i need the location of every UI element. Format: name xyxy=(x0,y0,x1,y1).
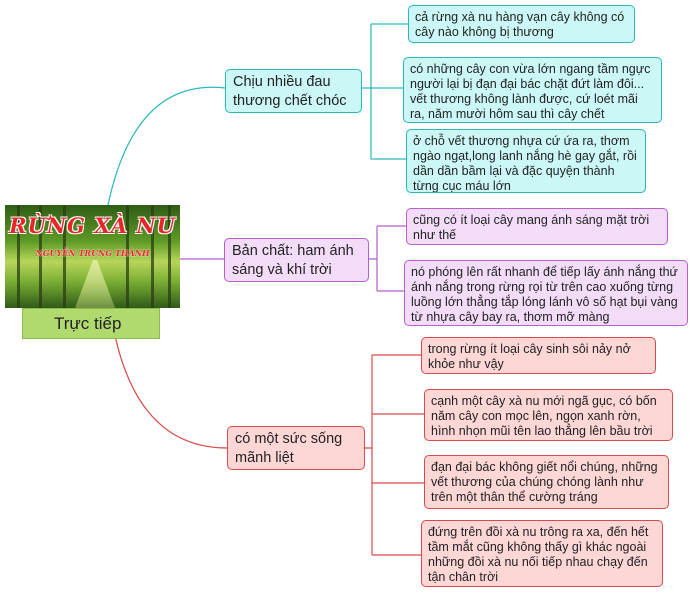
leaf-1-2[interactable]: có những cây con vừa lớn ngang tầm ngực … xyxy=(403,57,662,123)
branch-1[interactable]: Chịu nhiều đau thương chết chóc xyxy=(225,69,362,113)
leaf-1-3[interactable]: ở chỗ vết thương nhựa cứ ứa ra, thơm ngà… xyxy=(406,129,646,193)
connector-branch-1-leaves xyxy=(362,23,408,160)
branch-2[interactable]: Bản chất: ham ánh sáng và khí trời xyxy=(224,238,369,282)
leaf-3-2[interactable]: cạnh một cây xà nu mới ngã gục, có bốn n… xyxy=(424,389,673,441)
connector-central-branch-1 xyxy=(107,86,226,206)
central-topic-image: RỪNG XÀ NU NGUYỄN TRUNG THÀNH xyxy=(5,205,180,308)
connector-central-branch-3 xyxy=(109,307,228,449)
leaf-2-1[interactable]: cũng có ít loại cây mang ánh sáng mặt tr… xyxy=(406,208,668,245)
leaf-2-2[interactable]: nó phóng lên rất nhanh để tiếp lấy ánh n… xyxy=(404,260,688,326)
leaf-1-1[interactable]: cả rừng xà nu hàng vạn cây không có cây … xyxy=(408,5,635,43)
leaf-3-4[interactable]: đứng trên đồi xà nu trông ra xa, đến hết… xyxy=(421,520,663,587)
connector-branch-3-leaves xyxy=(365,354,424,556)
branch-3[interactable]: có một sức sống mãnh liệt xyxy=(227,426,365,470)
connector-branch-2-leaves xyxy=(369,225,406,292)
central-image-author: NGUYỄN TRUNG THÀNH xyxy=(35,248,150,258)
central-image-title: RỪNG XÀ NU xyxy=(9,213,176,238)
leaf-3-1[interactable]: trong rừng ít loại cây sinh sôi nảy nở k… xyxy=(421,337,656,374)
leaf-3-3[interactable]: đạn đại bác không giết nổi chúng, những … xyxy=(424,455,669,509)
central-topic-label[interactable]: Trực tiếp xyxy=(22,308,160,339)
